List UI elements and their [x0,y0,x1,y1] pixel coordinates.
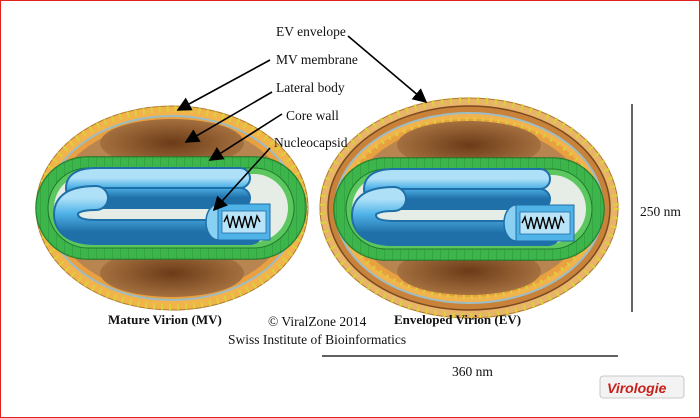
arrow-mv-membrane [176,59,271,111]
institute-line: Swiss Institute of Bioinformatics [228,332,406,347]
label-nucleocapsid: Nucleocapsid [274,135,348,150]
mv-lateral-body-top [100,119,244,167]
label-core-wall: Core wall [286,108,339,123]
height-scale-label: 250 nm [640,204,681,219]
leader-arrows [176,35,428,212]
logo-text: Virologie [607,380,667,396]
label-lateral-body: Lateral body [276,80,345,95]
arrow-core-wall [208,113,283,161]
virologie-logo: Virologie [599,375,685,399]
enveloped-virion [319,97,619,319]
arrow-nucleocapsid [212,147,271,212]
caption-enveloped-virion: Enveloped Virion (EV) [394,312,521,327]
scale-bars [322,104,633,357]
copyright-line: © ViralZone 2014 [268,314,367,329]
mv-nucleocapsid [52,167,271,245]
width-scale-label: 360 nm [452,364,493,379]
ev-nucleocapsid [350,168,575,246]
label-ev-envelope: EV envelope [276,24,346,39]
caption-mature-virion: Mature Virion (MV) [108,312,222,327]
arrow-ev-envelope [347,35,428,104]
mv-lateral-body-bottom [100,249,244,297]
ev-lateral-body-top [397,121,541,169]
mature-virion [35,105,309,311]
arrow-lateral-body [184,91,273,143]
label-mv-membrane: MV membrane [276,52,358,67]
